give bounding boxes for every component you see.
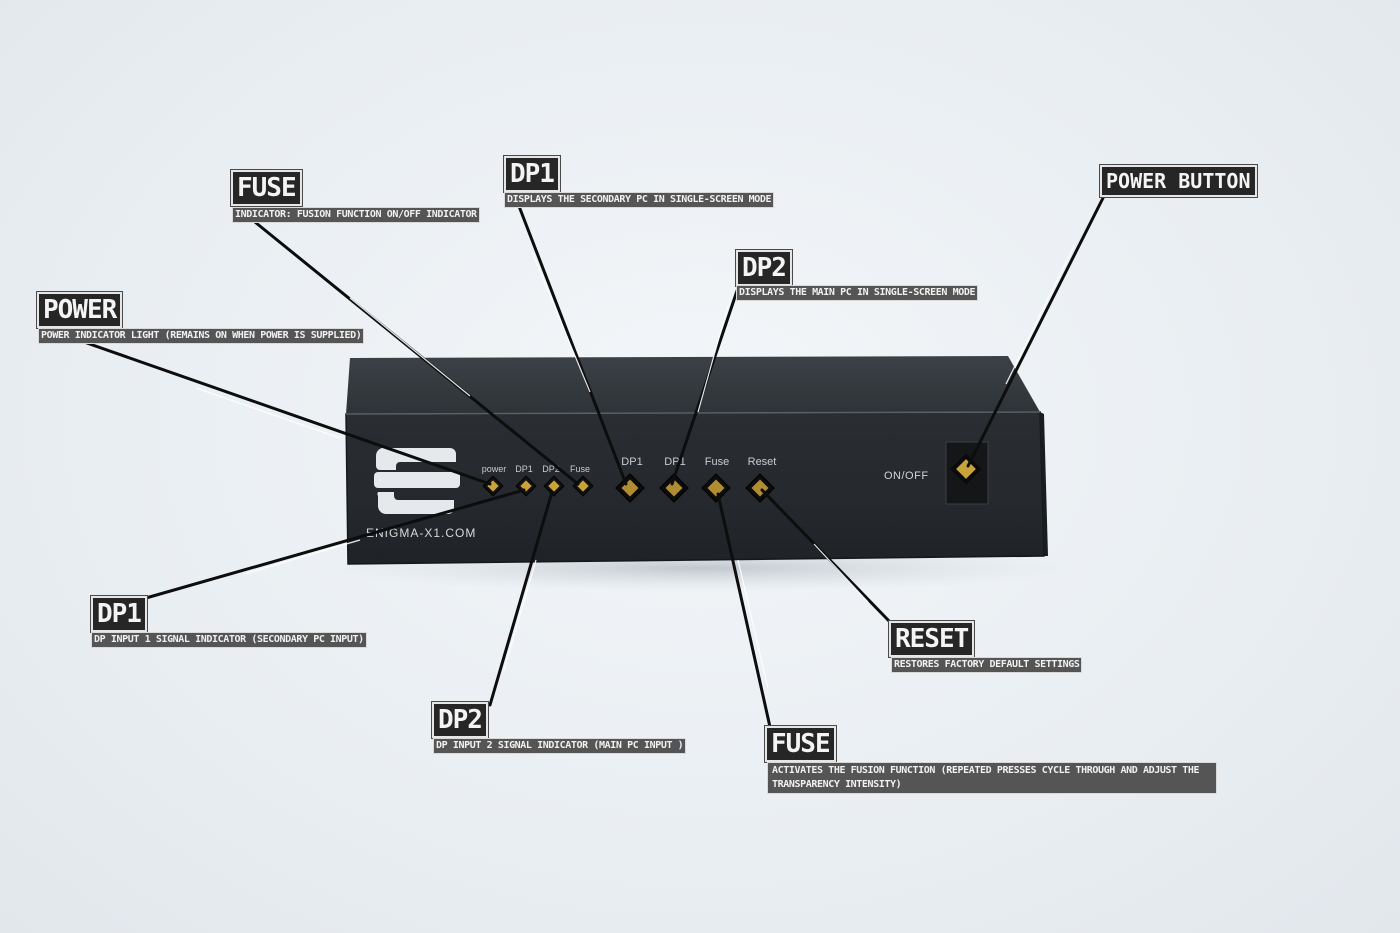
callout-desc-fuse-indicator: INDICATOR: FUSION FUNCTION ON/OFF INDICA…	[232, 207, 480, 223]
led-label-dp2: DP2	[542, 464, 560, 474]
callout-title-power: POWER	[35, 291, 124, 329]
power-led	[482, 475, 504, 497]
callout-desc-dp1-indicator: DP INPUT 1 SIGNAL INDICATOR (SECONDARY P…	[91, 632, 367, 648]
callout-title-power-button: POWER BUTTON	[1099, 164, 1258, 198]
enigma-device: ENIGMA-X1.COM power DP1 DP2 Fuse DP1 DP1…	[345, 356, 1048, 565]
leader-lines	[82, 186, 1106, 729]
power-switch[interactable]	[950, 453, 982, 485]
callout-title-dp2-button: DP2	[735, 249, 793, 287]
device-top	[346, 356, 1040, 414]
callout-title-dp1-indicator: DP1	[90, 595, 148, 633]
power-switch-bezel	[945, 441, 989, 505]
enigma-logo	[374, 447, 460, 514]
callout-title-dp1-button: DP1	[503, 155, 561, 193]
dp2-led	[543, 475, 565, 497]
switch-label: ON/OFF	[884, 470, 929, 482]
callout-desc-dp1-button: DISPLAYS THE SECONDARY PC IN SINGLE-SCRE…	[504, 192, 775, 208]
callout-desc-fuse-button: ACTIVATES THE FUSION FUNCTION (REPEATED …	[767, 762, 1217, 794]
led-label-fuse: Fuse	[570, 464, 590, 474]
callout-title-fuse-indicator: FUSE	[230, 169, 303, 207]
callout-desc-power: POWER INDICATOR LIGHT (REMAINS ON WHEN P…	[38, 328, 365, 344]
fuse-led	[572, 475, 594, 497]
callout-desc-dp2-indicator: DP INPUT 2 SIGNAL INDICATOR (MAIN PC INP…	[433, 738, 687, 754]
dp2-button[interactable]	[659, 473, 689, 503]
button-label-fuse: Fuse	[705, 456, 729, 468]
callout-title-reset-button: RESET	[887, 620, 976, 658]
callout-title-dp2-indicator: DP2	[431, 701, 489, 739]
fuse-button[interactable]	[701, 473, 731, 503]
button-label-dp1: DP1	[621, 456, 642, 468]
button-label-reset: Reset	[748, 456, 777, 468]
device-side	[1040, 412, 1048, 556]
callout-title-fuse-button: FUSE	[764, 725, 837, 763]
callout-desc-dp2-button: DISPLAYS THE MAIN PC IN SINGLE-SCREEN MO…	[736, 285, 979, 301]
callout-desc-reset-button: RESTORES FACTORY DEFAULT SETTINGS	[891, 657, 1083, 673]
leader-line-highlights	[195, 245, 1075, 689]
button-label-dp2: DP1	[664, 456, 685, 468]
led-label-power: power	[482, 464, 507, 474]
website-label: ENIGMA-X1.COM	[366, 526, 476, 540]
led-label-dp1: DP1	[515, 464, 533, 474]
